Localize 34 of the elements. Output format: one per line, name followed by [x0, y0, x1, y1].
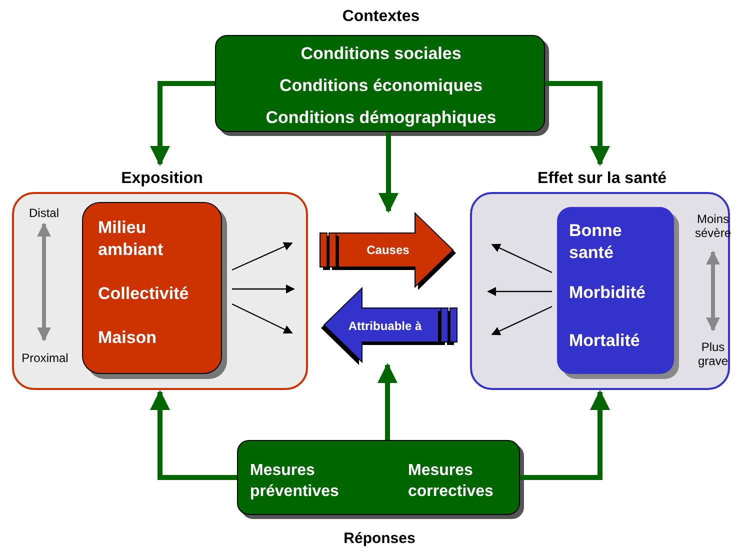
- node-text: Attribuable à: [347, 319, 423, 333]
- arrow: [491, 306, 552, 336]
- block-arrow: [320, 213, 457, 291]
- node-text: Causes: [366, 243, 410, 257]
- connector-arrow: [378, 363, 398, 440]
- category-box: [557, 207, 674, 374]
- box-heading: Effet sur la santé: [536, 170, 668, 188]
- connector-arrow: [150, 390, 237, 480]
- node-text: Collectivité: [98, 283, 190, 305]
- node-text: Morbidité: [569, 282, 646, 304]
- scale-label: Distal: [28, 206, 60, 220]
- arrow: [491, 244, 552, 274]
- node-text: Mesures préventives: [250, 461, 340, 502]
- node-text: Bonne santé: [569, 220, 623, 264]
- scale-label: Proximal: [20, 351, 70, 365]
- box-heading: Réponses: [342, 530, 416, 547]
- box-heading: Exposition: [120, 170, 204, 188]
- node-text: Conditions économiques: [278, 76, 484, 96]
- connector-arrow: [545, 81, 610, 166]
- connector-arrow: [378, 132, 398, 213]
- arrow: [232, 242, 293, 271]
- node-text: Mortalité: [569, 330, 641, 352]
- box-heading: Contextes: [341, 8, 421, 26]
- connector-arrow: [150, 81, 215, 166]
- node-text: Conditions démographiques: [264, 108, 498, 128]
- scale-label: Plus grave: [696, 340, 730, 368]
- node-text: Maison: [98, 327, 158, 349]
- node-text: Mesures correctives: [408, 461, 494, 502]
- arrow: [232, 284, 295, 294]
- node-text: Milieu ambiant: [98, 217, 164, 262]
- connector-arrow: [520, 390, 610, 480]
- node-text: Conditions sociales: [300, 44, 462, 64]
- arrow: [487, 287, 552, 296]
- arrow: [232, 303, 293, 334]
